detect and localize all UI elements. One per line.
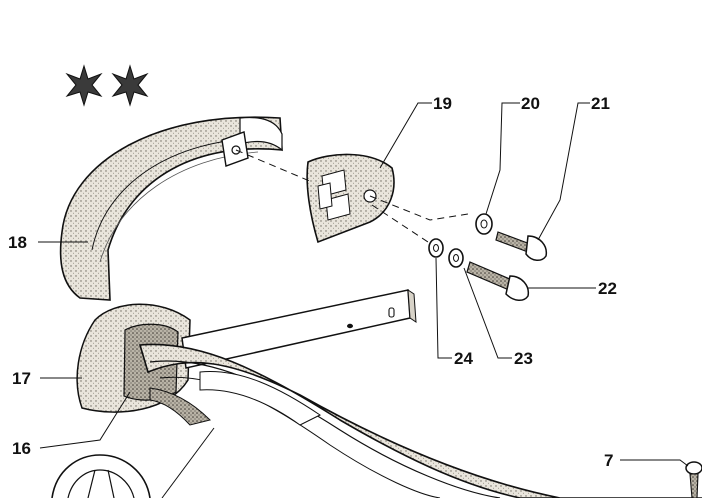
rubber-block [76, 303, 191, 413]
assembly-lines [235, 149, 469, 247]
star-icon [111, 64, 149, 107]
callout-16: 16 [12, 439, 31, 458]
bolt-21 [495, 231, 548, 261]
callout-18: 18 [8, 233, 27, 252]
emblem-detail [51, 454, 151, 498]
callout-17: 17 [12, 369, 31, 388]
callout-19: 19 [433, 94, 452, 113]
callout-24: 24 [454, 349, 473, 368]
washer-23 [448, 248, 464, 268]
washer-20 [475, 213, 493, 235]
callout-22: 22 [598, 279, 617, 298]
mounting-plate [306, 153, 395, 244]
callout-20: 20 [521, 94, 540, 113]
bumper-arm [59, 116, 283, 301]
callout-7: 7 [604, 451, 614, 470]
star-icon [65, 64, 103, 107]
callout-23: 23 [514, 349, 533, 368]
washer-24 [428, 238, 444, 258]
leader-lines [38, 102, 689, 498]
callout-21: 21 [591, 94, 610, 113]
bumper-bar [138, 343, 702, 498]
bolt-22 [466, 261, 530, 301]
screw-7 [685, 461, 702, 498]
